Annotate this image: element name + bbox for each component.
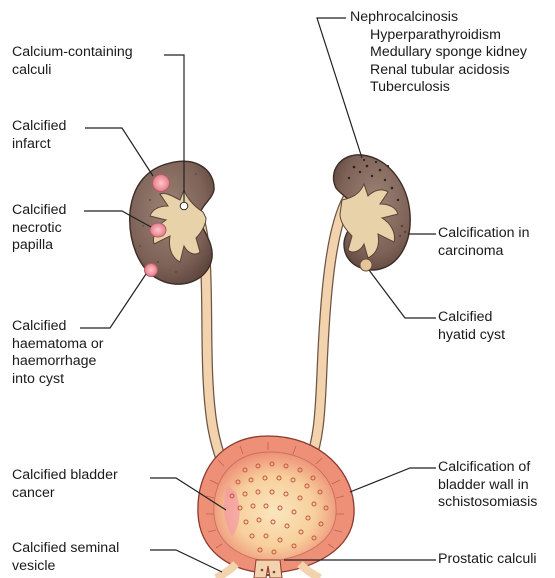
label-calcified-haematoma: Calcified haematoma or haemorrhage into … [12,318,103,388]
calcified-infarct-lesion [153,175,170,192]
right-ureter [310,198,348,462]
right-kidney [334,155,411,270]
cause-medullary-sponge-kidney: Medullary sponge kidney [350,44,527,62]
cause-renal-tubular-acidosis: Renal tubular acidosis [350,62,527,80]
label-calcified-necrotic-papilla: Calcified necrotic papilla [12,202,66,255]
label-prostatic-calculi: Prostatic calculi [438,551,537,569]
cause-tuberculosis: Tuberculosis [350,79,527,97]
label-nephrocalcinosis: Nephrocalcinosis Hyperparathyroidism Med… [350,9,527,97]
hydatid-cyst [360,259,372,271]
label-calcification-bladder-wall: Calcification of bladder wall in schisto… [438,459,537,512]
calcium-calculus-stone [180,202,188,210]
label-calcified-bladder-cancer: Calcified bladder cancer [12,467,118,502]
label-calcified-hyatid-cyst: Calcified hyatid cyst [438,309,505,344]
label-calcium-containing-calculi: Calcium-containing calculi [12,44,133,79]
cause-hyperparathyroidism: Hyperparathyroidism [350,27,527,45]
leader-bladder-wall [350,468,436,492]
leader-hyatid [369,270,436,318]
label-calcification-in-carcinoma: Calcification in carcinoma [438,225,529,260]
calcified-haematoma-lesion [145,264,158,277]
leader-infarct [85,128,153,176]
nephrocalcinosis-title: Nephrocalcinosis [350,9,527,27]
leader-seminal [150,550,222,572]
label-calcified-seminal-vesicle: Calcified seminal vesicle [12,540,119,575]
calcified-papilla-lesion [150,223,166,237]
label-calcified-infarct: Calcified infarct [12,118,66,153]
